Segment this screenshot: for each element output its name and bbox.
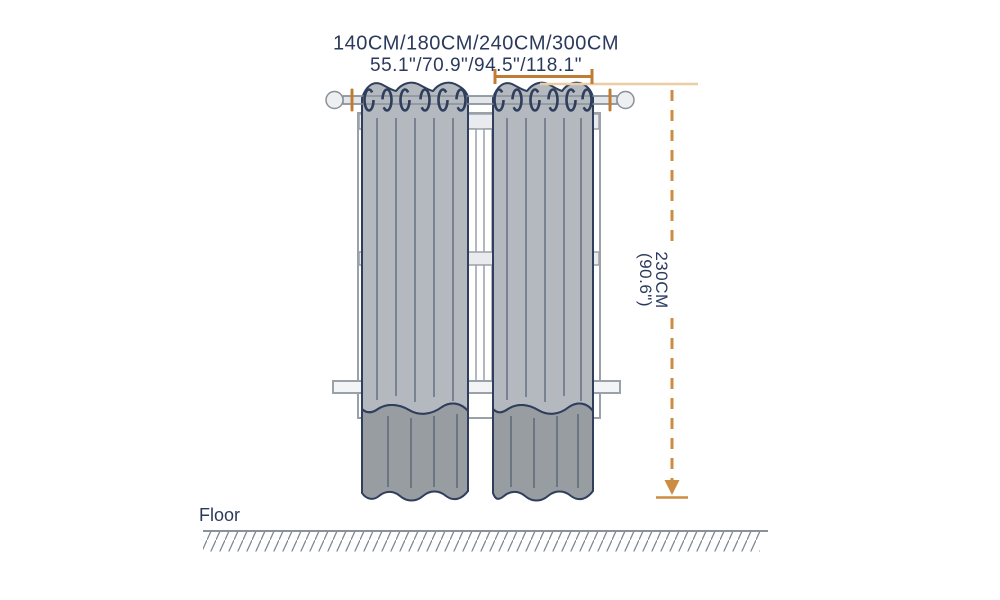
curtain-right-bottom-fold-lines <box>510 414 579 488</box>
curtain-panel-right <box>492 81 594 502</box>
grommet-rings-right <box>493 88 593 112</box>
width-options-cm-label: 140CM/180CM/240CM/300CM <box>333 33 619 55</box>
rod-finial-right <box>616 90 635 110</box>
height-cm-label: 230CM <box>652 251 671 308</box>
rod-finial-left <box>325 90 344 110</box>
floor-hatching <box>203 531 760 552</box>
height-inch-label: (90.6") <box>636 253 655 307</box>
curtain-panel-left <box>361 81 469 502</box>
curtain-right-bottom-band <box>492 402 594 502</box>
rod-outline-over-fabric <box>343 95 617 105</box>
down-arrow-icon <box>664 480 680 495</box>
curtain-right-body <box>492 81 594 415</box>
width-options-inch-label: 55.1"/70.9"/94.5"/118.1" <box>370 55 582 76</box>
floor-label: Floor <box>199 505 240 525</box>
curtain-right-fold-lines <box>506 118 582 402</box>
curtain-left-bottom-fold-lines <box>387 414 458 488</box>
curtain-left-bottom-band <box>361 402 469 502</box>
floor <box>203 530 768 552</box>
width-measure-bracket <box>493 69 594 84</box>
curtain-left-fold-lines <box>376 118 454 402</box>
grommet-rings-left <box>363 88 467 112</box>
height-measure-line <box>656 90 688 499</box>
